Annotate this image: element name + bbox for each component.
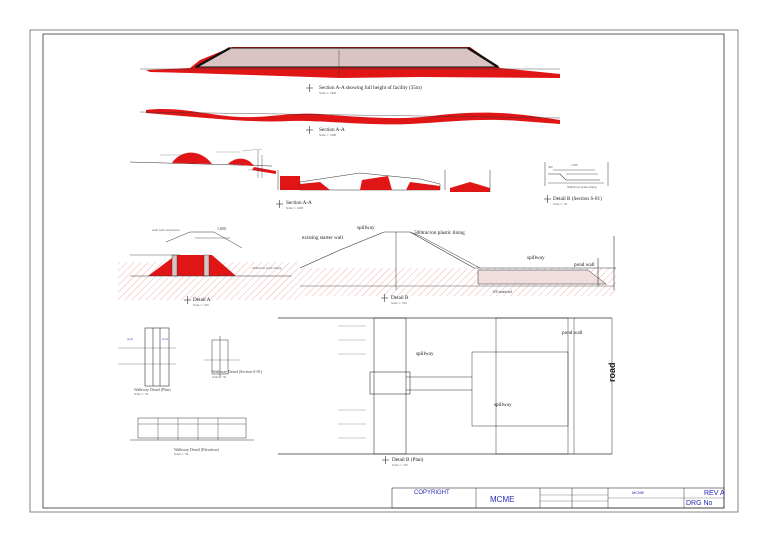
walkway-plan-scale: Scale 1 : 50 (134, 392, 149, 396)
spillway-label-detail-b: spillway (357, 225, 375, 231)
pond-wall-label-detail-b: pond wall (574, 262, 595, 268)
client-name: MCME (632, 490, 645, 495)
copyright-label: COPYRIGHT (414, 490, 450, 496)
pond-wall-label-plan: pond wall (562, 330, 583, 336)
detail-b-scale: Scale 1 : 100 (391, 301, 407, 305)
section-a-long-drawing (139, 109, 561, 125)
earth-wall-construction-label: earth wall construction (152, 228, 180, 232)
marker-point-a: A-01 (127, 337, 134, 341)
marker-point-b: A-01 (162, 337, 169, 341)
section-a-full-scale: Scale 1 : 1000 (319, 91, 337, 95)
lining-label-detail-b: 500micron plastic lining (414, 230, 465, 236)
walkway-plan-title: Walkway Detail (Plan) (134, 387, 171, 392)
walkway-elevation-title: Walkway Detail (Elevation) (174, 447, 219, 452)
walkway-section-drawing (204, 336, 240, 378)
detail-b-plan-drawing (278, 317, 613, 455)
fill-material-label: fill material (493, 289, 512, 294)
detail-b-plan-scale: Scale 1 : 100 (392, 463, 408, 467)
walkway-section-scale: Scale 1 : 50 (212, 375, 227, 379)
section-a-small-drawing (129, 148, 276, 178)
spillway-label-plan-upper: spillway (416, 351, 434, 357)
section-a-full-drawing (140, 46, 560, 78)
dimension-1000: 1,000 (571, 163, 578, 167)
inner-border (42, 33, 725, 509)
section-a-small-scale: Scale 1 : 1000 (286, 206, 304, 210)
detail-b-plan-title: Detail B (Plan) (392, 457, 424, 463)
spillway-label-plan-lower: spillway (494, 402, 512, 408)
company-name: MCME (490, 495, 515, 504)
section-a-main-title: Section A-A (319, 127, 345, 133)
detail-b-s01-title: Detail B (Section S-01) (553, 196, 602, 202)
detail-b-drawing (298, 231, 616, 296)
existing-starter-wall-label: existing starter wall (302, 235, 343, 241)
outer-border (29, 29, 739, 513)
dimension-1800: 1,800 (217, 226, 226, 231)
section-a-full-title: Section A-A showing full height of facil… (319, 85, 422, 91)
revision-label: REV A (704, 490, 725, 497)
walkway-section-title: Walkway Detail (Section S-01) (212, 369, 262, 374)
detail-b-title: Detail B (391, 295, 409, 301)
road-label: road (607, 362, 617, 382)
section-a-small-title: Section A-A (286, 200, 312, 206)
detail-b-s01-drawing (544, 162, 609, 186)
title-block (391, 487, 725, 509)
lining-label-detail-b-s01: 500micron plastic lining (567, 185, 597, 189)
walkway-elevation-drawing (130, 417, 254, 441)
detail-b-s01-scale: Scale 1 : 50 (553, 202, 568, 206)
lining-label-detail-a: 500micron plastic lining (252, 266, 282, 270)
detail-a-drawing (118, 231, 298, 300)
walkway-plan-drawing (118, 327, 176, 387)
section-a-main-scale: Scale 1 : 1000 (319, 133, 337, 137)
detail-a-scale: Scale 1 : 100 (193, 303, 209, 307)
walkway-elevation-scale: Scale 1 : 50 (174, 452, 189, 456)
detail-a-title: Detail A (193, 297, 211, 303)
dimension-300: 300 (548, 165, 553, 169)
spillway-label-detail-b-right: spillway (527, 255, 545, 261)
drawing-number-label: DRG No (686, 500, 713, 507)
section-a-cross-drawing (277, 170, 491, 192)
